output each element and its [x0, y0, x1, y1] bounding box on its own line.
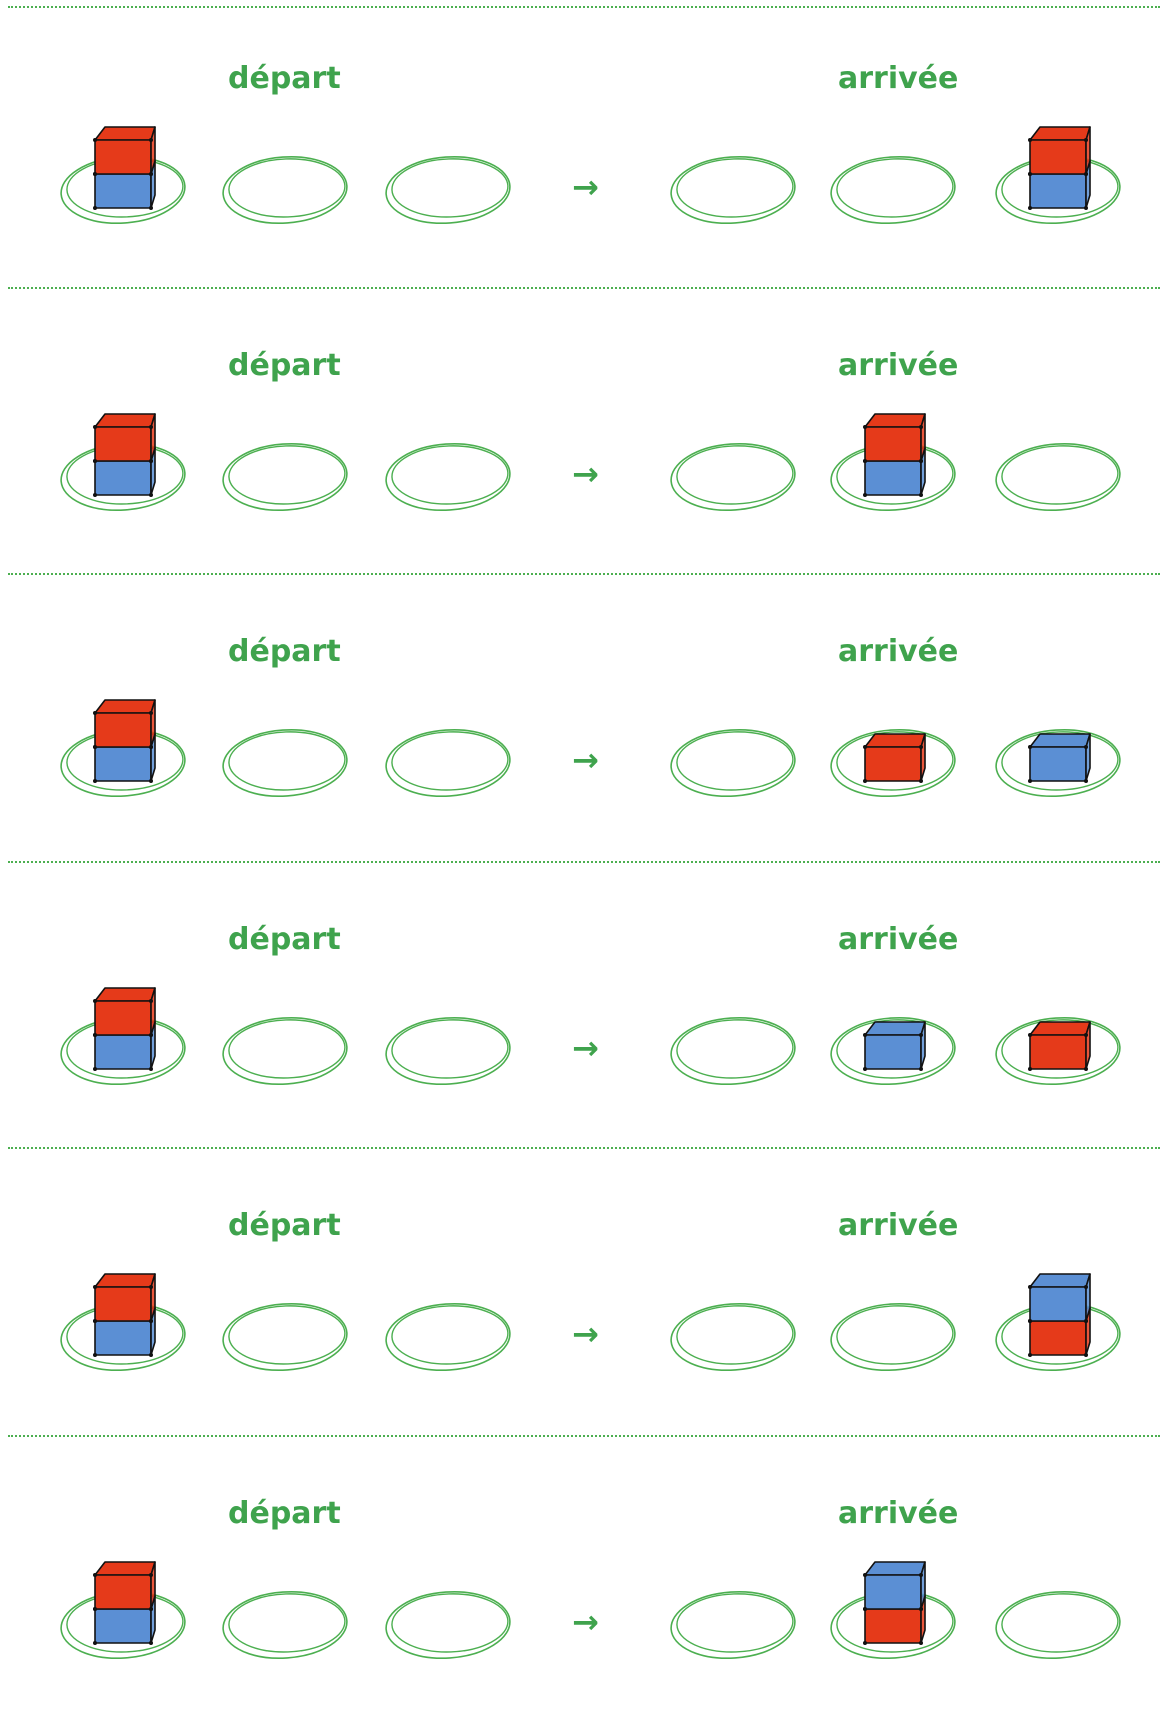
depart-label: départ — [228, 634, 341, 669]
start-plate-3 — [385, 1302, 511, 1372]
end-plate-2 — [830, 728, 956, 798]
depart-label: départ — [228, 61, 341, 96]
start-plate-3 — [385, 442, 511, 512]
plates-drawing — [60, 1561, 1121, 1660]
end-plate-2 — [830, 1302, 956, 1372]
end-plate-1 — [670, 1590, 796, 1660]
start-plate-1-red-cube-2 — [93, 987, 156, 1037]
end-plate-3-blue-cube-2 — [1028, 1273, 1091, 1323]
right-arrow-icon: → — [572, 1315, 599, 1353]
end-plate-3-blue-cube-1 — [1028, 733, 1091, 783]
end-plate-2-red-cube-2 — [863, 413, 926, 463]
end-plate-2-blue-cube-1 — [863, 1021, 926, 1071]
plates-drawing — [60, 126, 1121, 225]
start-plate-3 — [385, 155, 511, 225]
dotted-separator — [8, 6, 1160, 8]
right-arrow-icon: → — [572, 1029, 599, 1067]
exercise-row: départ arrivée → — [0, 0, 1168, 287]
arrivee-label: arrivée — [838, 1208, 959, 1243]
end-plate-1 — [670, 1302, 796, 1372]
right-arrow-icon: → — [572, 1603, 599, 1641]
end-plate-3-red-cube-1 — [1028, 1021, 1091, 1071]
arrivee-label: arrivée — [838, 61, 959, 96]
depart-label: départ — [228, 348, 341, 383]
right-arrow-icon: → — [572, 168, 599, 206]
end-plate-3-red-cube-2 — [1028, 126, 1091, 176]
end-plate-3 — [995, 728, 1121, 798]
start-plate-3 — [385, 1016, 511, 1086]
end-plate-1 — [670, 1016, 796, 1086]
start-plate-2 — [222, 1302, 348, 1372]
plates-drawing — [60, 699, 1121, 798]
start-plate-1-red-cube-2 — [93, 126, 156, 176]
end-plate-2 — [830, 155, 956, 225]
end-plate-1 — [670, 442, 796, 512]
start-plate-2 — [222, 1016, 348, 1086]
dotted-separator — [8, 1435, 1160, 1437]
plates-drawing — [60, 1273, 1121, 1372]
plates-drawing — [60, 413, 1121, 512]
exercise-row: départ arrivée → — [0, 861, 1168, 1148]
exercise-row: départ arrivée → — [0, 287, 1168, 574]
plates-drawing — [60, 987, 1121, 1086]
right-arrow-icon: → — [572, 455, 599, 493]
end-plate-3 — [995, 1016, 1121, 1086]
start-plate-3 — [385, 1590, 511, 1660]
exercise-row: départ arrivée → — [0, 1435, 1168, 1722]
exercise-row: départ arrivée → — [0, 1147, 1168, 1434]
arrivee-label: arrivée — [838, 634, 959, 669]
exercise-row: départ arrivée → — [0, 573, 1168, 860]
depart-label: départ — [228, 922, 341, 957]
start-plate-1-red-cube-2 — [93, 1273, 156, 1323]
start-plate-2 — [222, 1590, 348, 1660]
dotted-separator — [8, 573, 1160, 575]
start-plate-2 — [222, 728, 348, 798]
start-plate-1-red-cube-2 — [93, 699, 156, 749]
arrivee-label: arrivée — [838, 348, 959, 383]
end-plate-1 — [670, 155, 796, 225]
end-plate-2-blue-cube-2 — [863, 1561, 926, 1611]
end-plate-1 — [670, 728, 796, 798]
arrivee-label: arrivée — [838, 922, 959, 957]
end-plate-3 — [995, 1590, 1121, 1660]
dotted-separator — [8, 1147, 1160, 1149]
dotted-separator — [8, 861, 1160, 863]
dotted-separator — [8, 287, 1160, 289]
depart-label: départ — [228, 1496, 341, 1531]
arrivee-label: arrivée — [838, 1496, 959, 1531]
end-plate-2-red-cube-1 — [863, 733, 926, 783]
start-plate-3 — [385, 728, 511, 798]
end-plate-3 — [995, 442, 1121, 512]
start-plate-2 — [222, 155, 348, 225]
start-plate-1-red-cube-2 — [93, 413, 156, 463]
start-plate-2 — [222, 442, 348, 512]
right-arrow-icon: → — [572, 741, 599, 779]
end-plate-2 — [830, 1016, 956, 1086]
depart-label: départ — [228, 1208, 341, 1243]
start-plate-1-red-cube-2 — [93, 1561, 156, 1611]
